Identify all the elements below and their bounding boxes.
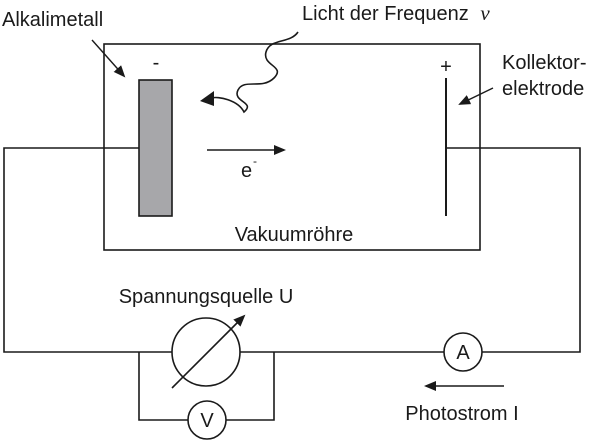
minus-sign: - — [153, 52, 160, 74]
vacuum-tube — [103, 43, 481, 251]
variable-arrow — [171, 314, 246, 389]
voltmeter-branch-wire — [138, 352, 275, 421]
voltmeter-letter: V — [200, 410, 214, 432]
collector-label-line2: elektrode — [502, 78, 584, 100]
collector-pointer-line — [458, 87, 494, 105]
vacuum-tube-label: Vakuumröhre — [235, 224, 354, 246]
electron-charge: - — [253, 154, 257, 168]
photocurrent-label: Photostrom I — [405, 403, 518, 425]
ammeter-symbol — [443, 332, 483, 372]
circuit-wire-right — [446, 147, 581, 353]
ammeter-letter: A — [456, 342, 470, 364]
voltage-source-symbol — [171, 317, 241, 387]
cathode-plate — [138, 79, 173, 217]
light-frequency-label: Licht der Frequenz ν — [302, 1, 490, 25]
light-frequency-text: Licht der Frequenz — [302, 3, 469, 25]
plus-sign: + — [440, 56, 452, 78]
voltage-source-label: Spannungsquelle U — [119, 286, 294, 308]
voltmeter-symbol — [187, 400, 227, 440]
electron-label: e — [241, 160, 252, 182]
light-wave-arrow — [211, 31, 299, 114]
frequency-symbol: ν — [480, 1, 490, 25]
alkali-metal-label: Alkalimetall — [2, 9, 103, 31]
alkali-pointer-line — [91, 39, 126, 78]
collector-label-line1: Kollektor- — [502, 52, 586, 74]
light-arrow-head — [200, 91, 214, 106]
circuit-wire-loop — [3, 147, 172, 353]
